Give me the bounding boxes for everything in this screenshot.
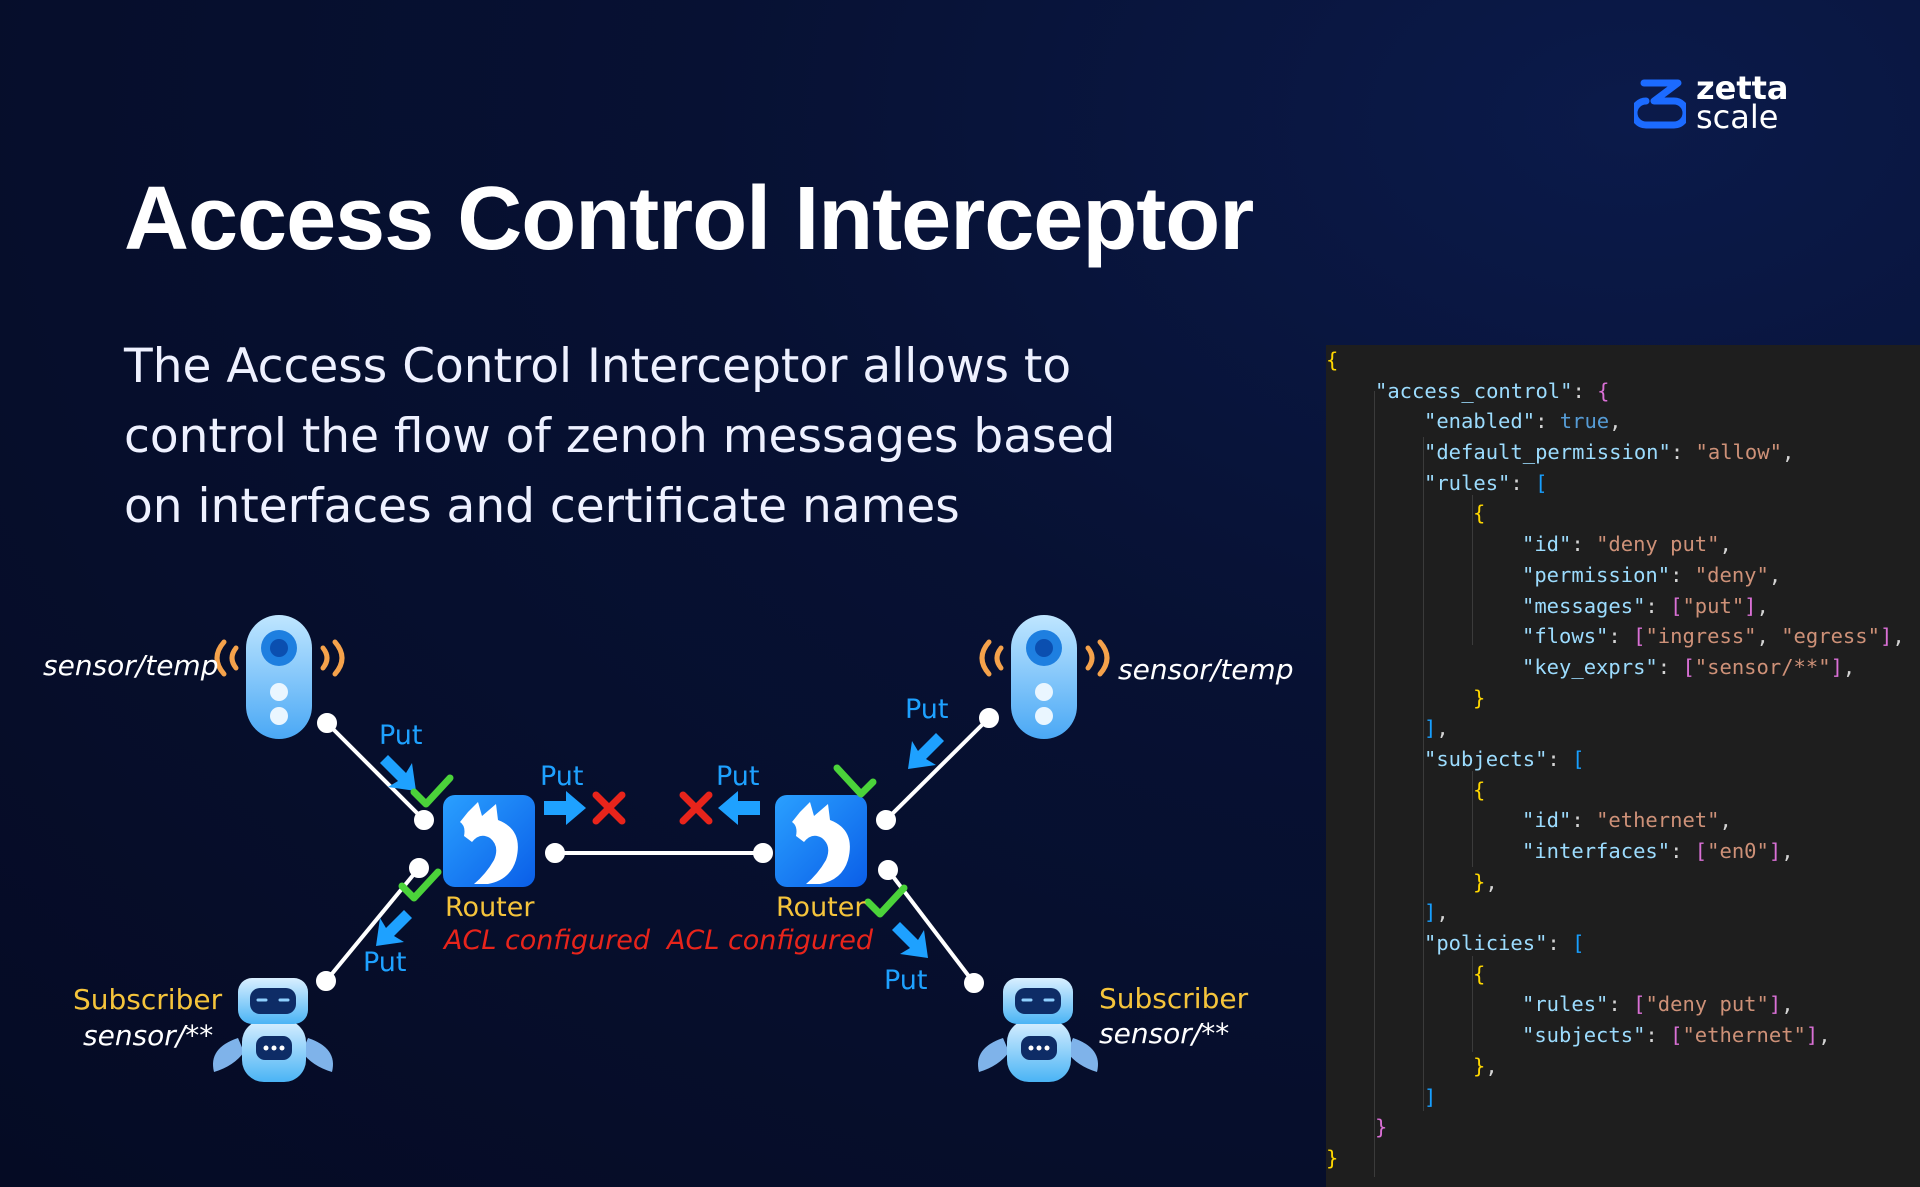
network-diagram: sensor/temp sensor/temp Put Put Put Put …	[43, 615, 1293, 1082]
code-line: "access_control": {	[1375, 378, 1610, 403]
left-subscriber-robot-icon	[213, 978, 333, 1082]
left-sensor-label: sensor/temp	[43, 649, 218, 682]
code-line: "id": "deny put",	[1522, 532, 1732, 557]
logo-text-line2: scale	[1696, 98, 1779, 136]
code-line: {	[1473, 501, 1486, 526]
code-line: "rules": ["deny put"],	[1522, 992, 1794, 1017]
right-router-label: Router	[776, 892, 866, 923]
code-line: "permission": "deny",	[1522, 562, 1782, 587]
code-line: }	[1473, 685, 1486, 710]
code-line: {	[1473, 777, 1486, 802]
check-icon	[398, 868, 442, 902]
code-line: "default_permission": "allow",	[1424, 440, 1795, 465]
indent-guide	[1374, 391, 1375, 1177]
put-label: Put	[379, 720, 423, 751]
code-line: "enabled": true,	[1424, 409, 1622, 434]
put-label: Put	[363, 947, 407, 978]
page-subtitle: The Access Control Interceptor allows to…	[124, 339, 1116, 534]
code-line: }	[1326, 1145, 1339, 1170]
code-line: ],	[1424, 716, 1449, 741]
put-arrow-icon	[718, 791, 760, 825]
blocked-x-icon	[592, 791, 626, 825]
code-line: "id": "ethernet",	[1522, 808, 1732, 833]
right-subscriber-key: sensor/**	[1099, 1017, 1229, 1050]
left-sensor-icon	[214, 615, 345, 739]
put-arrow-icon	[380, 755, 416, 791]
code-line: ],	[1424, 900, 1449, 925]
indent-guide	[1472, 956, 1473, 1052]
put-arrow-icon	[544, 791, 586, 825]
code-line: "messages": ["put"],	[1522, 593, 1769, 618]
code-line: }	[1375, 1115, 1388, 1140]
check-icon	[833, 764, 877, 798]
left-router-icon	[443, 795, 535, 887]
code-line: "key_exprs": ["sensor/**"],	[1522, 654, 1856, 679]
left-subscriber-label: Subscriber	[73, 983, 223, 1016]
code-line: "rules": [	[1424, 470, 1548, 495]
code-line: "flows": ["ingress", "egress"],	[1522, 624, 1905, 649]
right-subscriber-label: Subscriber	[1099, 982, 1249, 1015]
code-line: "policies": [	[1424, 931, 1585, 956]
config-json-code: { "access_control": { "enabled": true, "def…	[1326, 345, 1920, 1174]
code-line: },	[1473, 869, 1498, 894]
right-router-icon	[775, 795, 867, 887]
indent-guide	[1423, 437, 1424, 1111]
code-line: ]	[1424, 1084, 1437, 1109]
put-arrow-icon	[376, 910, 412, 946]
left-acl-label: ACL configured	[442, 925, 651, 956]
left-subscriber-key: sensor/**	[83, 1019, 213, 1052]
check-icon	[864, 884, 908, 918]
put-arrow-icon	[892, 922, 928, 958]
right-sensor-label: sensor/temp	[1118, 653, 1293, 686]
code-line: {	[1473, 961, 1486, 986]
code-line: {	[1326, 348, 1339, 372]
code-line: "subjects": ["ethernet"],	[1522, 1023, 1831, 1048]
connection-lines	[316, 708, 999, 993]
put-label: Put	[716, 761, 760, 792]
code-panel: { "access_control": { "enabled": true, "def…	[1326, 345, 1920, 1187]
right-subscriber-robot-icon	[978, 978, 1098, 1082]
right-sensor-icon	[979, 615, 1110, 739]
code-line: "subjects": [	[1424, 746, 1585, 771]
indent-guide	[1472, 771, 1473, 867]
put-label: Put	[540, 761, 584, 792]
logo-text-line1: zetta	[1696, 69, 1789, 107]
indent-guide	[1472, 495, 1473, 645]
code-line: },	[1473, 1053, 1498, 1078]
left-router-label: Router	[445, 892, 535, 923]
put-label: Put	[905, 694, 949, 725]
zettascale-logo: zetta scale	[1634, 69, 1789, 136]
code-line: "interfaces": ["en0"],	[1522, 839, 1794, 863]
page-title: Access Control Interceptor	[124, 169, 1254, 269]
right-acl-label: ACL configured	[665, 925, 874, 956]
zettascale-logo-icon	[1634, 79, 1686, 129]
blocked-x-icon	[679, 791, 713, 825]
put-arrow-icon	[908, 733, 944, 769]
check-icon	[410, 774, 454, 808]
put-label: Put	[884, 965, 928, 996]
